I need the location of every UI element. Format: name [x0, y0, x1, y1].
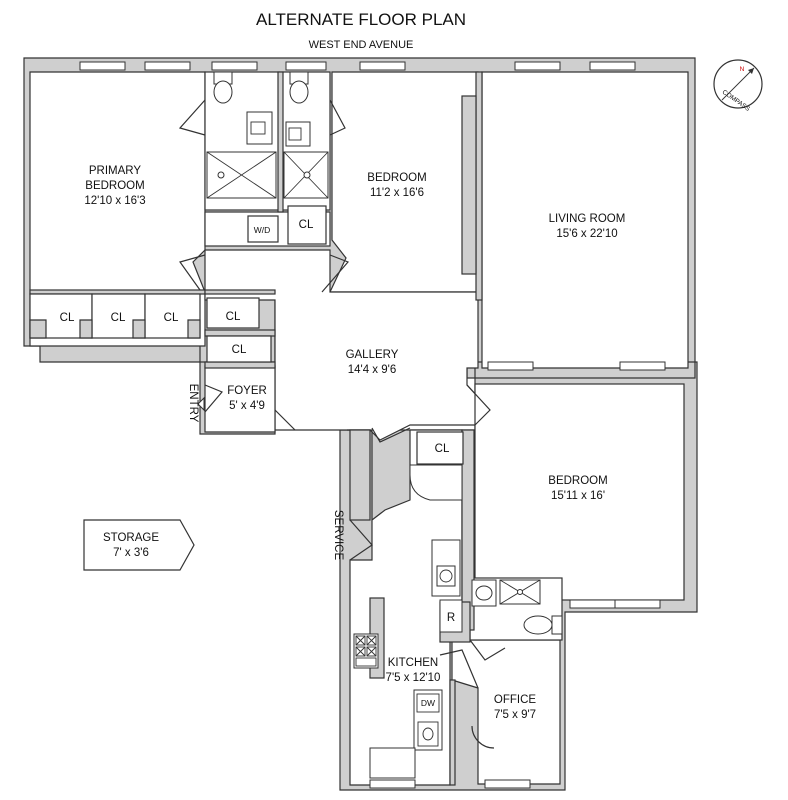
- entry-arrow-icon: [197, 396, 205, 412]
- bedroom-closet: [287, 205, 327, 245]
- closet-label: CL: [299, 219, 314, 231]
- kitchen-counter: [369, 747, 416, 779]
- bath-3-fixtures: [471, 579, 563, 635]
- stove-icon: [353, 633, 379, 669]
- compass-label: COMPASS: [721, 89, 752, 113]
- laundry: [247, 215, 279, 243]
- foyer-dims: 5' x 4'9: [229, 400, 265, 412]
- closet-label: CL: [111, 312, 126, 324]
- bedroom-south-dims: 15'11 x 16': [551, 490, 605, 502]
- windows: [79, 61, 666, 789]
- kitchen-sink: [413, 689, 443, 751]
- storage-room: [83, 519, 195, 571]
- doors: [178, 99, 506, 749]
- service-wall: [349, 429, 371, 521]
- dishwasher-label: DW: [421, 698, 435, 708]
- primary-bedroom-name-2: BEDROOM: [85, 180, 144, 192]
- entry-label: ENTRY: [187, 384, 199, 423]
- closet-label: CL: [435, 443, 450, 455]
- bedroom-south-name: BEDROOM: [548, 475, 607, 487]
- gallery-closet-2: [206, 335, 272, 363]
- compass-north: N: [740, 66, 745, 73]
- living-room-dims: 15'6 x 22'10: [556, 228, 617, 240]
- gallery-dims: 14'4 x 9'6: [348, 364, 397, 376]
- gallery-closet-1: [206, 297, 260, 329]
- office-dims: 7'5 x 9'7: [494, 709, 536, 721]
- primary-closet-wall: [29, 289, 206, 295]
- foyer-name: FOYER: [227, 385, 267, 397]
- kitchen-dims: 7'5 x 12'10: [386, 672, 441, 684]
- office-name: OFFICE: [494, 694, 536, 706]
- primary-bedroom-name-1: PRIMARY: [89, 165, 142, 177]
- service-label: SERVICE: [332, 510, 344, 561]
- primary-closets: [29, 293, 201, 339]
- gallery-name: GALLERY: [346, 349, 399, 361]
- refrigerator: [439, 599, 463, 633]
- bath-2-fixtures: [283, 71, 329, 199]
- refrigerator-label: R: [447, 612, 455, 624]
- closet-label: CL: [164, 312, 179, 324]
- kitchen-counters: [409, 464, 463, 597]
- closet-label: CL: [232, 344, 247, 356]
- bedroom-north-dims: 11'2 x 16'6: [370, 187, 424, 199]
- closet-label: CL: [60, 312, 75, 324]
- storage-name: STORAGE: [103, 532, 159, 544]
- primary-bedroom-dims: 12'10 x 16'3: [84, 195, 145, 207]
- kitchen-name: KITCHEN: [388, 657, 438, 669]
- street-label: WEST END AVENUE: [309, 39, 414, 51]
- plan-title: ALTERNATE FLOOR PLAN: [256, 10, 466, 29]
- partition-living: [475, 71, 483, 301]
- compass-icon: N COMPASS: [713, 59, 763, 113]
- kitchen-closet: [416, 431, 464, 465]
- washer-dryer-label: W/D: [254, 225, 271, 235]
- storage-dims: 7' x 3'6: [113, 547, 149, 559]
- closet-label: CL: [226, 311, 241, 323]
- partition-baths: [277, 71, 284, 213]
- bedroom-south: [474, 383, 685, 601]
- living-pier: [461, 95, 477, 275]
- living-room-name: LIVING ROOM: [549, 213, 626, 225]
- bath-1-fixtures: [206, 71, 277, 199]
- bedroom-north-name: BEDROOM: [367, 172, 426, 184]
